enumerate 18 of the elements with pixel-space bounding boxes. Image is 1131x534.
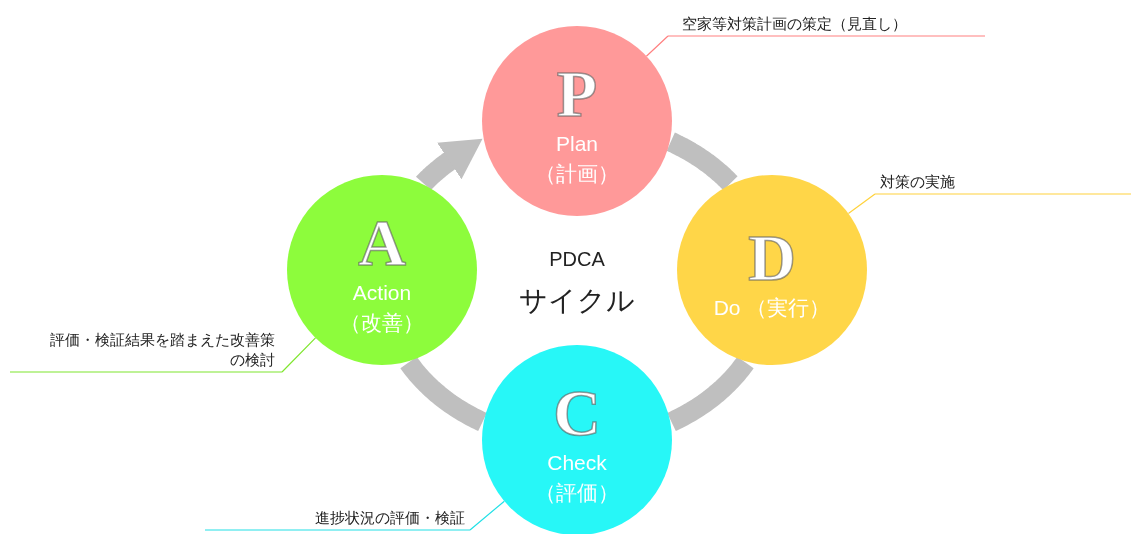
- annotation-text: 進捗状況の評価・検証: [205, 508, 470, 530]
- leader-line: [847, 193, 1131, 215]
- leader-line: [9, 337, 317, 373]
- leader-line: [204, 500, 505, 531]
- circle-label: Do （実行）: [712, 295, 832, 321]
- initial-letter: C: [553, 378, 601, 448]
- leader-line: [645, 35, 986, 57]
- initial-letter: P: [556, 59, 598, 129]
- circle-label: Action （改善）: [339, 280, 425, 336]
- annotation-text: 空家等対策計画の策定（見直し）: [668, 14, 985, 36]
- circle-label: Check （評価）: [534, 450, 620, 506]
- annotation-text: 対策の実施: [875, 172, 1131, 194]
- circle-label: Plan （計画）: [534, 131, 620, 187]
- annotation-text: 評価・検証結果を踏まえた改善策の検討: [10, 330, 282, 372]
- center-title: PDCA: [548, 248, 606, 271]
- initial-letter: D: [748, 223, 796, 293]
- center-title: サイクル: [518, 284, 636, 318]
- initial-letter: A: [358, 208, 406, 278]
